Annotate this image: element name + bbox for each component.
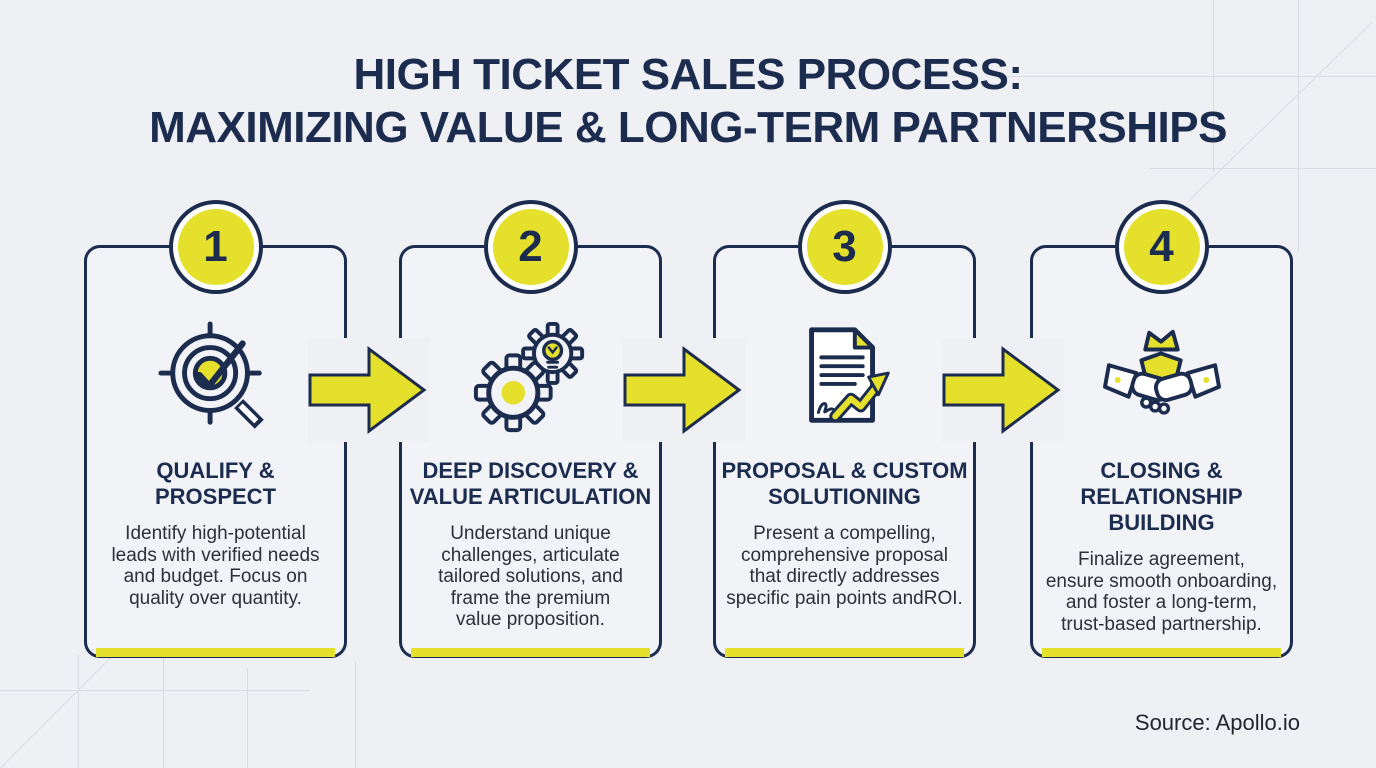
handshake-crown-icon	[1102, 300, 1221, 458]
step-4-number-badge: 4	[1114, 200, 1209, 294]
step-number: 3	[806, 209, 883, 285]
card-accent-bar	[96, 648, 335, 657]
step-title: QUALIFY & PROSPECT	[155, 458, 276, 510]
step-description: Finalize agreement, ensure smooth onboar…	[1046, 549, 1277, 635]
card-accent-bar	[725, 648, 964, 657]
decorative-grid-line	[247, 668, 248, 768]
step-title-line: BUILDING	[1108, 510, 1215, 535]
description-line: comprehensive proposal	[740, 544, 948, 566]
description-line: and budget. Focus on	[123, 566, 308, 587]
description-line: Finalize agreement,	[1078, 549, 1245, 570]
arrow-right-icon	[623, 338, 745, 442]
decorative-diagonal-line	[0, 654, 115, 768]
description-line: value proposition.	[456, 609, 605, 630]
decorative-grid-line	[355, 662, 356, 768]
step-card-1: 1 QUALIFY & PROSPECT Identify high-poten…	[84, 200, 347, 658]
source-credit: Source: Apollo.io	[1134, 710, 1300, 735]
step-title-line: VALUE ARTICULATION	[409, 484, 652, 509]
step-number: 4	[1123, 209, 1200, 285]
card-accent-bar	[1042, 648, 1281, 657]
step-description: Identify high-potential leads with verif…	[111, 523, 319, 609]
step-number: 1	[177, 209, 254, 285]
step-1-number-badge: 1	[168, 200, 263, 294]
step-title: DEEP DISCOVERY & VALUE ARTICULATION	[410, 458, 652, 510]
description-line: frame the premium	[450, 587, 611, 609]
description-line: tailored solutions, and	[438, 566, 623, 587]
step-card-3: 3 PROPOSAL & CUSTOM SOLUTIONING Present …	[713, 200, 976, 658]
description-line: and foster a long-term,	[1065, 592, 1258, 613]
description-line: challenges, articulate	[441, 544, 620, 566]
step-3-number-badge: 3	[797, 200, 892, 294]
decorative-grid-line	[1005, 76, 1376, 77]
decorative-grid-line	[1150, 168, 1376, 169]
description-line: specific pain points andROI.	[726, 587, 963, 609]
step-title-line: DEEP DISCOVERY &	[422, 458, 639, 483]
card-accent-bar	[411, 648, 650, 657]
step-title-line: PROPOSAL & CUSTOM	[721, 458, 968, 483]
description-line: Identify high-potential	[125, 523, 306, 544]
description-line: Understand unique	[450, 523, 611, 544]
decorative-grid-line	[1213, 0, 1214, 172]
decorative-grid-line	[1298, 0, 1299, 252]
step-number: 2	[492, 209, 569, 285]
step-title-line: PROSPECT	[154, 484, 277, 509]
step-title: PROPOSAL & CUSTOM SOLUTIONING	[721, 458, 967, 510]
description-line: leads with verified needs	[111, 544, 320, 566]
description-line: trust-based partnership.	[1061, 613, 1262, 635]
step-title-line: CLOSING &	[1100, 458, 1223, 483]
description-line: quality over quantity.	[129, 587, 302, 609]
step-title: CLOSING & RELATIONSHIP BUILDING	[1080, 458, 1242, 536]
signed-proposal-growth-icon	[786, 300, 904, 458]
arrow-right-icon	[942, 338, 1064, 442]
gears-lightbulb-icon	[472, 300, 590, 458]
target-check-magnifier-icon	[157, 300, 275, 458]
step-title-line: SOLUTIONING	[768, 484, 921, 509]
arrow-right-icon	[308, 338, 430, 442]
step-card-2: 2	[399, 200, 662, 658]
step-description: Understand unique challenges, articulate…	[438, 523, 623, 631]
step-description: Present a compelling, comprehensive prop…	[726, 523, 963, 609]
decorative-grid-line	[163, 640, 164, 768]
title-line-2: MAXIMIZING VALUE & LONG-TERM PARTNERSHIP…	[149, 103, 1227, 152]
step-card-4: 4 CLOSING & RELATIONSHIP BUILDING	[1030, 200, 1293, 658]
description-line: ensure smooth onboarding,	[1045, 570, 1278, 592]
step-2-number-badge: 2	[483, 200, 578, 294]
decorative-grid-line	[78, 655, 79, 768]
step-title-line: QUALIFY &	[156, 458, 275, 483]
title-line-1: HIGH TICKET SALES PROCESS:	[353, 50, 1023, 99]
step-title-line: RELATIONSHIP	[1080, 484, 1243, 509]
page-title: HIGH TICKET SALES PROCESS: MAXIMIZING VA…	[0, 48, 1376, 154]
decorative-grid-line	[0, 690, 310, 691]
description-line: Present a compelling,	[753, 523, 936, 544]
description-line: that directly addresses	[749, 566, 940, 587]
